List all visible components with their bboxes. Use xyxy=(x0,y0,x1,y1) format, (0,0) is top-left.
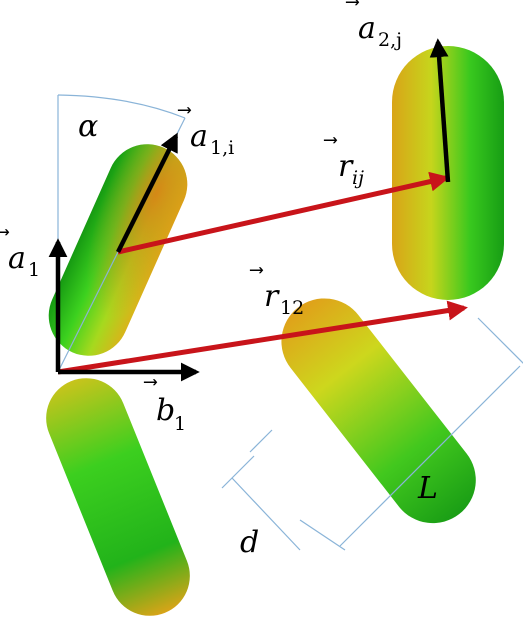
vector-a1i xyxy=(115,132,179,254)
svg-text:a: a xyxy=(358,11,376,46)
svg-text:⃗: ⃗ xyxy=(323,137,338,144)
svg-text:b: b xyxy=(156,393,175,428)
svg-text:12: 12 xyxy=(280,297,304,319)
label-r12: r ⃗ 12 xyxy=(249,267,304,319)
label-length: L xyxy=(417,471,438,506)
capsule-lower-right xyxy=(281,298,476,524)
svg-text:⃗: ⃗ xyxy=(249,267,264,274)
svg-text:r: r xyxy=(264,279,280,314)
svg-text:r: r xyxy=(338,149,354,184)
capsule-lower-left xyxy=(46,378,190,616)
svg-text:a: a xyxy=(190,119,208,154)
label-alpha: α xyxy=(78,109,98,144)
vector-r-ij xyxy=(117,171,450,255)
vector-r-12 xyxy=(57,300,468,375)
svg-text:⃗: ⃗ xyxy=(143,379,158,386)
svg-text:1: 1 xyxy=(174,413,186,435)
label-a1i: a ⃗ 1,i xyxy=(177,107,234,159)
label-a1: a ⃗ 1 xyxy=(0,229,40,281)
label-b1: b ⃗ 1 xyxy=(143,379,186,435)
svg-text:⃗: ⃗ xyxy=(177,107,192,114)
label-a2j: a ⃗ 2,j xyxy=(345,0,402,51)
svg-text:⃗: ⃗ xyxy=(345,0,360,6)
svg-text:⃗: ⃗ xyxy=(0,229,10,236)
svg-text:1: 1 xyxy=(28,259,40,281)
svg-text:ij: ij xyxy=(352,167,364,189)
label-rij: r ⃗ ij xyxy=(323,137,364,189)
vector-a2j xyxy=(429,38,451,183)
label-diameter: d xyxy=(240,525,259,560)
dimension-lines xyxy=(221,317,523,551)
svg-text:1,i: 1,i xyxy=(210,137,234,159)
svg-text:2,j: 2,j xyxy=(378,29,402,51)
svg-text:a: a xyxy=(8,241,26,276)
